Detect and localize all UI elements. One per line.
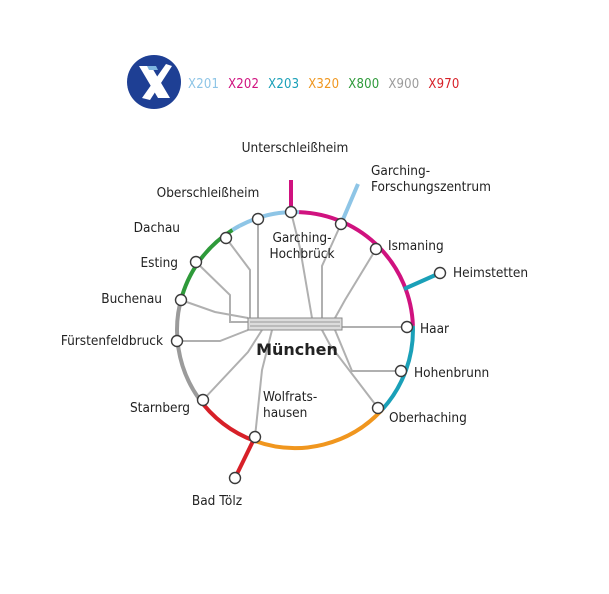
station-label: Esting (140, 255, 178, 271)
hub-label: München (256, 340, 338, 359)
station-marker[interactable] (219, 231, 233, 245)
stations (170, 205, 447, 485)
logo-accent (147, 66, 158, 70)
station-labels: UnterschleißheimGarching-Forschungszentr… (61, 140, 528, 509)
feeder-line (195, 261, 248, 323)
ring-segment-x202 (378, 246, 415, 326)
station-label: Garching-Hochbrück (269, 230, 334, 262)
station-marker[interactable] (369, 242, 383, 256)
legend-item: X320 (308, 77, 339, 92)
feeder-line (202, 329, 263, 401)
station-label: Haar (420, 321, 449, 337)
station-marker[interactable] (371, 401, 385, 415)
ring-segment-x900 (175, 294, 200, 399)
station-marker[interactable] (248, 430, 262, 444)
station-label: Starnberg (130, 400, 190, 416)
station-label: Wolfrats-hausen (263, 389, 317, 421)
station-label: Hohenbrunn (414, 365, 489, 381)
ring-segment-x201 (231, 224, 241, 232)
station-marker[interactable] (189, 255, 203, 269)
station-label: Oberhaching (389, 410, 467, 426)
feeder-line (254, 329, 273, 438)
feeder-line (334, 329, 401, 372)
feeder-line (225, 237, 251, 318)
station-marker[interactable] (228, 471, 242, 485)
feeder-line (321, 329, 379, 409)
station-label: Heimstetten (453, 265, 528, 281)
spur-x970 (233, 436, 257, 479)
station-marker[interactable] (196, 393, 210, 407)
logo-stroke-b (142, 64, 172, 100)
feeder-line (334, 248, 377, 319)
legend-item: X202 (228, 77, 259, 92)
legend-item: X970 (428, 77, 459, 92)
station-marker[interactable] (433, 266, 447, 280)
spur-x203 (403, 271, 441, 291)
station-marker[interactable] (400, 320, 414, 334)
station-marker[interactable] (170, 334, 184, 348)
station-label: Oberschleißheim (157, 185, 260, 201)
station-marker[interactable] (251, 212, 265, 226)
station-label: Unterschleißheim (242, 140, 349, 156)
feeder-line (180, 299, 249, 319)
expressbus-x-logo (127, 55, 181, 109)
line-legend: X201 X202 X203 X320 X800 X900 X970 (188, 77, 460, 92)
feeder-line (177, 329, 249, 342)
station-label: Buchenau (101, 291, 162, 307)
feeder-lines (177, 211, 407, 438)
legend-item: X201 (188, 77, 219, 92)
feeder-line (290, 211, 313, 319)
hub-station-bar (247, 317, 343, 331)
legend-item: X800 (348, 77, 379, 92)
legend-item: X203 (268, 77, 299, 92)
hub-munchen: München (247, 317, 343, 359)
spur-x201 (339, 183, 360, 225)
station-label: Dachau (134, 220, 180, 236)
station-marker[interactable] (394, 364, 408, 378)
legend-item: X900 (388, 77, 419, 92)
station-label: Fürstenfeldbruck (61, 333, 163, 349)
station-label: Bad Tölz (192, 493, 242, 509)
ring-segment-x320 (253, 407, 385, 451)
station-label: Garching-Forschungszentrum (371, 163, 491, 195)
station-marker[interactable] (284, 205, 298, 219)
station-marker[interactable] (174, 293, 188, 307)
feeder-line (321, 223, 342, 318)
station-marker[interactable] (334, 217, 348, 231)
station-label: Ismaning (388, 238, 444, 254)
